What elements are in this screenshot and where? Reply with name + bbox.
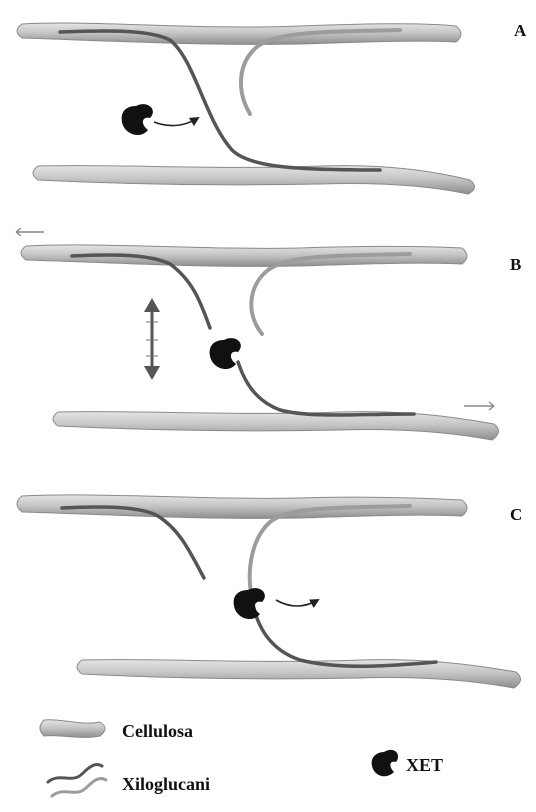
xyloglucan-chain-dark: [238, 362, 414, 415]
panel-label-b: B: [510, 255, 521, 274]
xyloglucan-legend-icon: [48, 764, 106, 796]
xyloglucan-chain-dark: [60, 31, 380, 170]
cellulose-legend-icon: [40, 720, 105, 738]
cellulose-fibril-bottom: [33, 166, 475, 194]
stretch-arrow-icon: [16, 228, 44, 236]
panel-b: B: [16, 228, 521, 440]
panel-c: C: [17, 495, 522, 688]
enzyme-icon: [122, 104, 153, 135]
xyloglucan-chain-light: [251, 254, 410, 334]
cellulose-fibril-top: [17, 23, 461, 44]
legend-label-cellulose: Cellulosa: [122, 721, 193, 741]
reaction-arrow-icon: [276, 600, 318, 606]
reaction-arrow-icon: [154, 118, 198, 125]
stretch-arrow-icon: [464, 402, 494, 410]
enzyme-icon: [234, 588, 265, 619]
panel-label-a: A: [514, 21, 527, 40]
vertical-double-arrow-icon: [144, 298, 160, 380]
cellulose-fibril-bottom: [77, 660, 521, 688]
xyloglucan-chain-light: [250, 506, 410, 598]
enzyme-icon: [372, 750, 398, 776]
xyloglucan-chain-dark: [72, 255, 210, 328]
panel-a: A: [17, 21, 527, 194]
legend-label-xyloglucan: Xiloglucani: [122, 774, 210, 794]
legend-label-enzyme: XET: [406, 755, 443, 775]
enzyme-icon: [210, 338, 241, 369]
cellulose-fibril-bottom: [53, 412, 499, 440]
panel-label-c: C: [510, 505, 522, 524]
xyloglucan-chain-dark: [252, 598, 436, 666]
legend: Cellulosa Xiloglucani XET: [40, 720, 443, 796]
